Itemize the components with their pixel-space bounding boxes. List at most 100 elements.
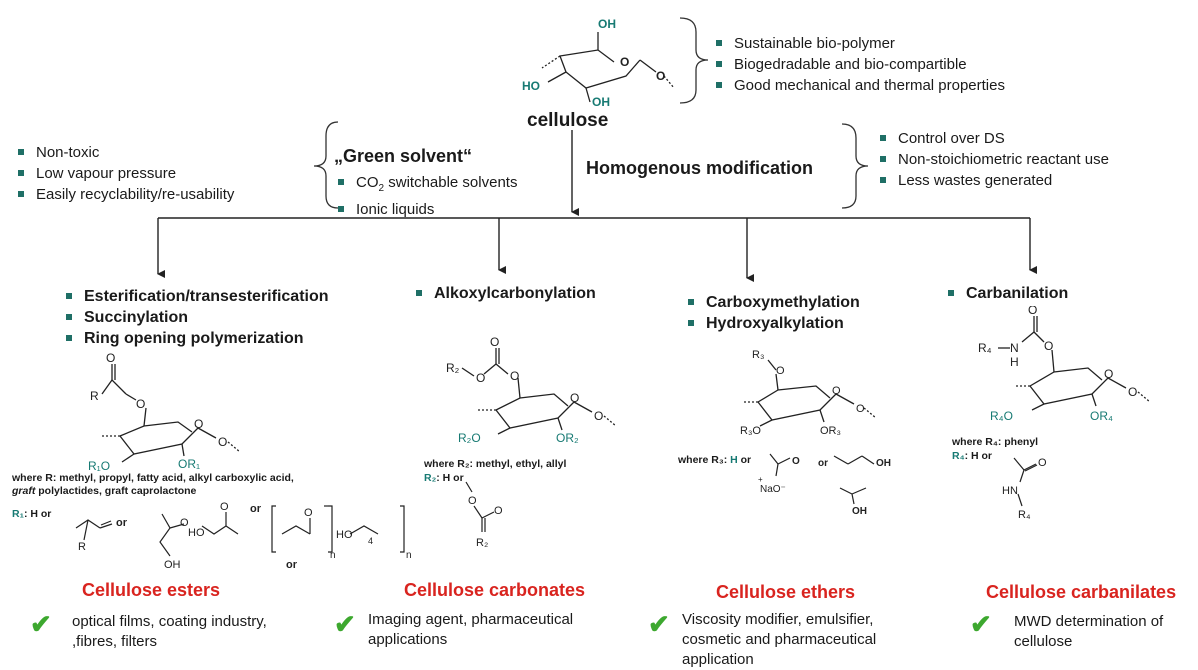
- svg-text:O: O: [856, 403, 865, 415]
- brace-green-solvent: [313, 121, 339, 209]
- svg-text:or: or: [818, 458, 828, 469]
- svg-text:R₁O: R₁O: [88, 459, 110, 472]
- reaction-item: Alkoxylcarbonylation: [412, 283, 596, 304]
- svg-text:R₄: R₄: [978, 341, 992, 355]
- svg-text:O: O: [510, 369, 519, 383]
- check-icon: ✔: [334, 609, 356, 639]
- svg-text:O: O: [792, 456, 800, 467]
- svg-text:O: O: [620, 55, 629, 69]
- cellulose-esters-title: Cellulose esters: [82, 580, 221, 600]
- svg-text:R₂O: R₂O: [458, 431, 481, 445]
- check-icon: ✔: [30, 609, 52, 639]
- svg-text:O: O: [594, 409, 603, 423]
- property-item: Sustainable bio-polymer: [712, 33, 1005, 54]
- homogenous-benefits: Control over DS Non-stoichiometric react…: [876, 128, 1109, 191]
- benefit-item: Non-toxic: [14, 142, 234, 163]
- ether-applications: Viscosity modifier, emulsifier, cosmetic…: [682, 611, 877, 668]
- green-solvent-title: „Green solvent“: [334, 146, 473, 166]
- svg-text:OR₂: OR₂: [556, 431, 579, 445]
- svg-text:HN: HN: [1002, 485, 1018, 497]
- svg-text:NaO⁻: NaO⁻: [760, 484, 786, 495]
- carbanilate-reactions: Carbanilation: [944, 283, 1068, 304]
- cellulose-carbonates-title: Cellulose carbonates: [404, 580, 586, 600]
- svg-text:O: O: [106, 352, 115, 365]
- svg-text:O: O: [494, 505, 503, 517]
- benefit-item: Low vapour pressure: [14, 163, 234, 184]
- check-icon: ✔: [648, 609, 670, 639]
- svg-text:n: n: [406, 550, 412, 561]
- reaction-item: Carbanilation: [944, 283, 1068, 304]
- carbanilate-fragment: O HN R₄: [1002, 457, 1047, 521]
- solvent-item: CO2 switchable solvents: [334, 172, 517, 199]
- svg-text:O: O: [1104, 367, 1113, 381]
- carbonate-applications: Imaging agent, pharmaceutical applicatio…: [368, 611, 574, 648]
- svg-text:O: O: [194, 417, 203, 431]
- svg-text:OH: OH: [876, 458, 891, 469]
- svg-text:O: O: [136, 397, 145, 411]
- svg-text:O: O: [776, 365, 785, 377]
- svg-text:R₄O: R₄O: [990, 409, 1013, 423]
- ether-structure: R₃ O O R₃O OR₃ O: [740, 349, 877, 437]
- svg-text:OR₄: OR₄: [1090, 409, 1113, 423]
- ester-where-r: where R: methyl, propyl, fatty acid, alk…: [12, 472, 294, 497]
- svg-text:R: R: [78, 541, 86, 553]
- svg-text:n: n: [330, 550, 336, 561]
- svg-text:O: O: [1028, 306, 1037, 317]
- carbonate-structure: R₂ O O O O R₂O OR₂ O: [446, 336, 617, 445]
- svg-text:R₃: R₃: [752, 349, 764, 361]
- svg-text:R₂: R₂: [476, 537, 488, 549]
- cellulose-carbanilates-title: Cellulose carbanilates: [986, 582, 1177, 602]
- brace-homogenous: [841, 123, 869, 209]
- brace-properties: [679, 17, 709, 104]
- svg-text:R₄: R₄: [1018, 509, 1031, 521]
- svg-text:O: O: [1128, 385, 1137, 399]
- reaction-item: Carboxymethylation: [684, 292, 860, 313]
- carbonate-where-r2: where R₂: methyl, ethyl, allyl: [424, 458, 567, 470]
- svg-text:R₃O: R₃O: [740, 425, 761, 437]
- svg-text:O: O: [832, 385, 841, 397]
- homogenous-title: Homogenous modification: [586, 158, 813, 178]
- svg-text:O: O: [476, 371, 485, 385]
- green-solvent-benefits: Non-toxic Low vapour pressure Easily rec…: [14, 142, 234, 205]
- svg-text:HO: HO: [188, 527, 205, 539]
- ether-reactions: Carboxymethylation Hydroxyalkylation: [684, 292, 860, 334]
- svg-text:O: O: [304, 507, 313, 519]
- ester-substituent-fragments: or or or R O OH HO O n HO O 4 n: [75, 501, 412, 571]
- carbanilate-r4-h: R₄: H or: [952, 450, 993, 462]
- ester-structure: R O O O R₁O OR₁ O: [88, 352, 241, 472]
- reaction-item: Esterification/transesterification: [62, 286, 329, 307]
- oh-top-label: OH: [598, 17, 616, 31]
- cellulose-structure: OH O HO OH O: [522, 17, 675, 109]
- ester-applications: optical films, coating industry, ,fibres…: [72, 613, 267, 650]
- svg-text:or: or: [250, 503, 262, 515]
- reaction-item: Ring opening polymerization: [62, 328, 329, 349]
- svg-text:O: O: [570, 391, 579, 405]
- carbanilate-applications: MWD determination of cellulose: [1014, 613, 1164, 650]
- svg-text:O: O: [220, 501, 229, 513]
- svg-text:O: O: [218, 435, 227, 449]
- cellulose-ethers-title: Cellulose ethers: [716, 582, 856, 602]
- svg-text:4: 4: [368, 536, 373, 546]
- svg-text:or: or: [286, 559, 298, 571]
- property-item: Good mechanical and thermal properties: [712, 75, 1005, 96]
- svg-text:O: O: [1038, 457, 1047, 469]
- ether-where-r3: where R₃: H or: [678, 454, 752, 466]
- svg-text:N: N: [1010, 341, 1019, 355]
- svg-text:R: R: [90, 389, 99, 403]
- svg-text:R₂: R₂: [446, 361, 460, 375]
- svg-text:OR₃: OR₃: [820, 425, 841, 437]
- carbonate-fragment: O O R₂: [465, 481, 503, 549]
- cellulose-label: cellulose: [527, 110, 609, 131]
- svg-text:O: O: [656, 69, 665, 83]
- check-icon: ✔: [970, 609, 992, 639]
- svg-text:OH: OH: [852, 506, 867, 514]
- svg-text:O: O: [180, 517, 189, 529]
- ether-fragments: O + NaO⁻ or OH OH: [758, 453, 891, 514]
- svg-text:+: +: [758, 475, 763, 484]
- svg-text:OH: OH: [592, 95, 610, 109]
- svg-text:O: O: [468, 495, 477, 507]
- svg-text:OH: OH: [164, 559, 181, 571]
- svg-text:H: H: [1010, 355, 1019, 369]
- benefit-item: Easily recyclability/re-usability: [14, 184, 234, 205]
